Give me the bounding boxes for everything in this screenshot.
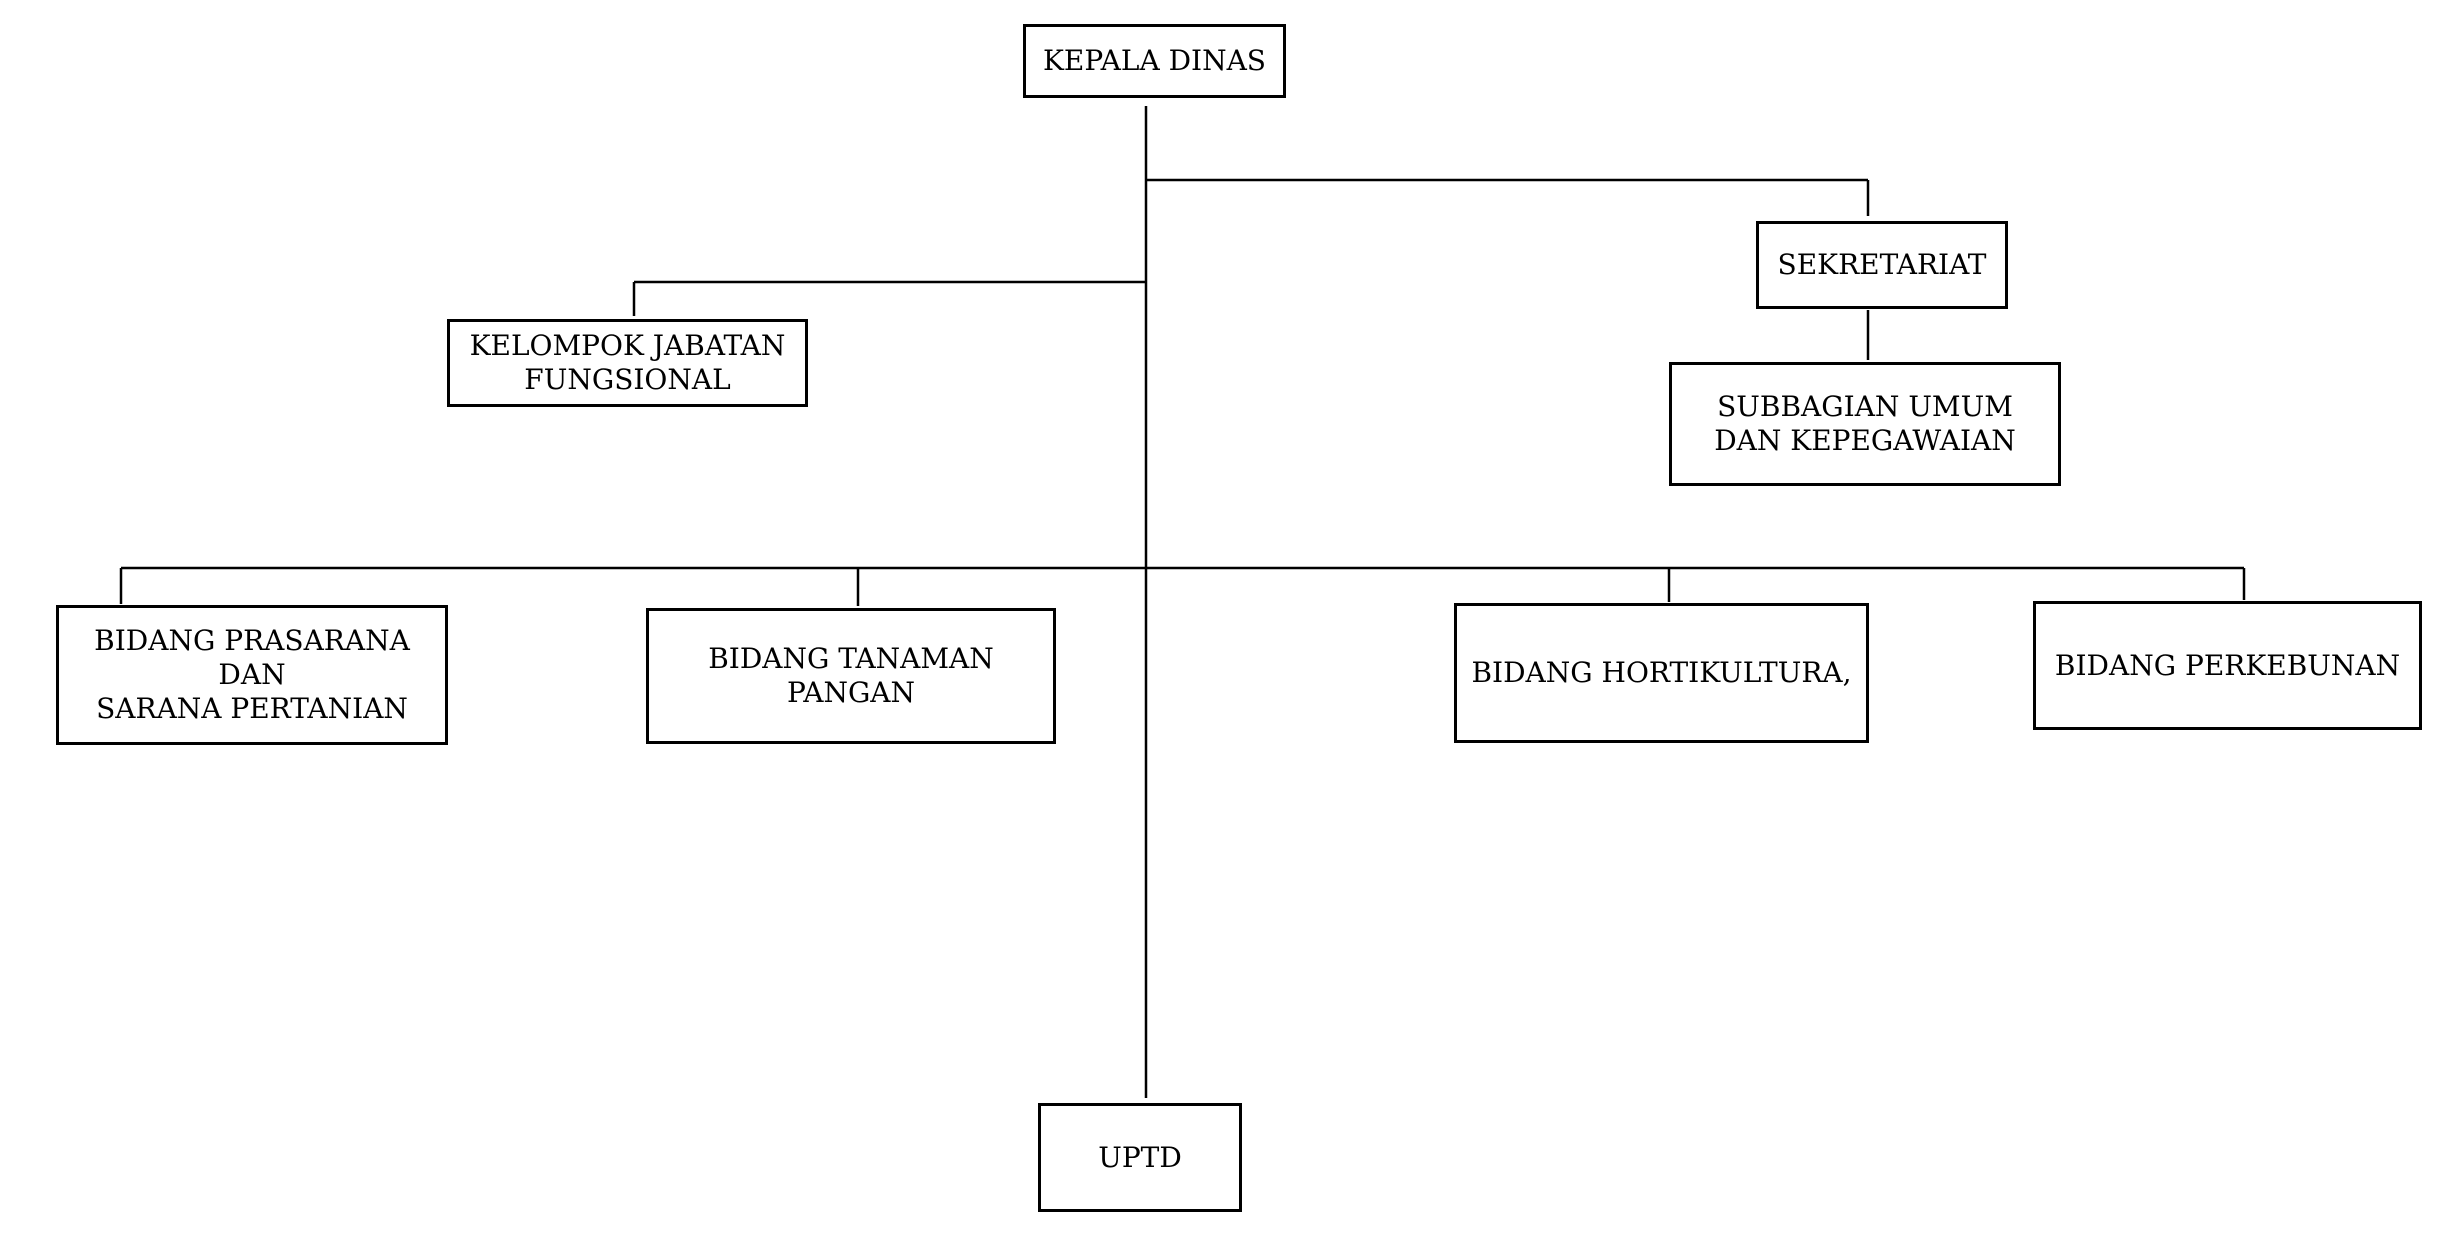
box-text-line: BIDANG TANAMAN xyxy=(708,642,994,675)
box-text-line: BIDANG PRASARANA xyxy=(94,624,410,657)
box-text-line: PANGAN xyxy=(786,676,916,709)
head-box: KEPALA DINAS xyxy=(1023,24,1286,98)
box-text-line: DAN KEPEGAWAIAN xyxy=(1714,424,2016,457)
box-text-line: DAN xyxy=(218,658,286,691)
box-text-line: KELOMPOK JABATAN xyxy=(469,329,786,362)
box-text-line: SUBBAGIAN UMUM xyxy=(1717,390,2013,423)
field-horticulture-box: BIDANG HORTIKULTURA, xyxy=(1454,603,1869,743)
uptd-box: UPTD xyxy=(1038,1103,1242,1212)
box-text-line: KEPALA DINAS xyxy=(1043,44,1266,77)
box-text-line: UPTD xyxy=(1098,1140,1182,1174)
field-plantation-box: BIDANG PERKEBUNAN xyxy=(2033,601,2422,730)
box-text-line: BIDANG PERKEBUNAN xyxy=(2054,648,2401,682)
box-text-line: BIDANG HORTIKULTURA, xyxy=(1471,656,1852,689)
box-text-line: SARANA PERTANIAN xyxy=(96,692,408,725)
box-text-line: FUNGSIONAL xyxy=(524,363,731,396)
secretariat-box: SEKRETARIAT xyxy=(1756,221,2008,309)
box-text-line: SEKRETARIAT xyxy=(1777,248,1987,281)
